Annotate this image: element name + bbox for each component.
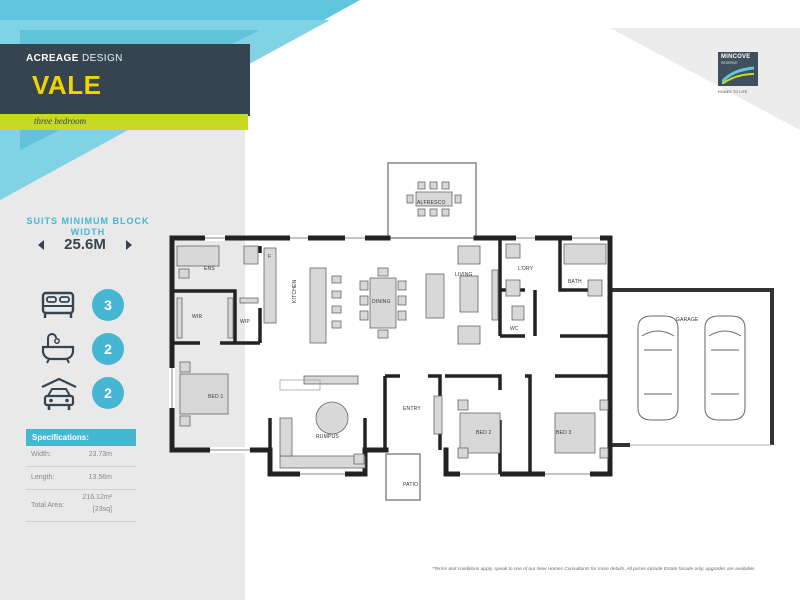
spec-label: Total Area: bbox=[31, 502, 65, 509]
room-label: ENTRY bbox=[403, 406, 421, 412]
arrow-right-icon bbox=[126, 240, 132, 250]
block-width-value: 25.6M bbox=[64, 236, 106, 253]
header-band bbox=[0, 44, 250, 116]
design-category: ACREAGE DESIGN bbox=[26, 53, 123, 64]
rumpus-round-table bbox=[315, 401, 349, 435]
garage-cars bbox=[637, 315, 746, 421]
bedroom-count-badge: 3 bbox=[92, 289, 124, 321]
room-label: BED 1 bbox=[208, 394, 223, 400]
specifications-heading: Specifications: bbox=[26, 429, 136, 446]
arrow-left-icon bbox=[38, 240, 44, 250]
room-label: BED 2 bbox=[476, 430, 491, 436]
car-garage-icon bbox=[41, 377, 77, 410]
bathtub-icon bbox=[41, 333, 75, 364]
room-label: WC bbox=[510, 326, 519, 332]
room-label: L'DRY bbox=[518, 266, 534, 272]
room-label: ENS bbox=[204, 266, 215, 272]
room-label: BATH bbox=[568, 279, 582, 285]
bathroom-count-badge: 2 bbox=[92, 333, 124, 365]
room-label: KITCHEN bbox=[292, 279, 298, 303]
spec-value: 13.56m bbox=[88, 474, 112, 481]
brand-logo: MINCOVE RESERVE HOMES TO LIFE bbox=[718, 52, 762, 98]
room-label: BED 3 bbox=[556, 430, 571, 436]
room-label: F bbox=[268, 254, 271, 260]
logo-tagline: HOMES TO LIFE bbox=[718, 90, 748, 94]
bed-icon bbox=[41, 291, 75, 318]
corner-triangle-decoration bbox=[610, 28, 800, 130]
room-label: RUMPUS bbox=[316, 434, 339, 440]
room-label: ALFRESCO bbox=[417, 200, 446, 206]
spec-label: Length: bbox=[31, 474, 55, 481]
spec-row-total-area: Total Area: 216.12m² [23sq] bbox=[26, 494, 136, 522]
logo-subtext: RESERVE bbox=[721, 61, 738, 65]
room-label: GARAGE bbox=[676, 317, 699, 323]
logo-badge: MINCOVE RESERVE bbox=[718, 52, 758, 86]
room-label: WIP bbox=[240, 319, 251, 325]
floor-plan: ALFRESCO ENS WIR WIP F KITCHEN DINING LI… bbox=[169, 162, 774, 501]
bedroom-count-text: three bedroom bbox=[34, 116, 87, 126]
suits-block-label: SUITS MINIMUM BLOCK WIDTH bbox=[26, 216, 150, 237]
spec-row-length: Length: 13.56m bbox=[26, 474, 136, 490]
spec-label: Width: bbox=[31, 451, 51, 458]
block-width: 25.6M bbox=[38, 236, 132, 254]
room-label: LIVING bbox=[455, 272, 473, 278]
logo-wave-icon bbox=[722, 66, 754, 84]
design-title: VALE bbox=[32, 70, 102, 100]
spec-value: 216.12m² bbox=[82, 494, 112, 501]
spec-row-width: Width: 23.73m bbox=[26, 451, 136, 467]
room-label: WIR bbox=[192, 314, 203, 320]
logo-name: MINCOVE bbox=[721, 54, 751, 60]
spec-value: 23.73m bbox=[88, 451, 112, 458]
spec-value-squares: [23sq] bbox=[92, 506, 112, 513]
bedroom-band: three bedroom bbox=[0, 114, 248, 130]
garage-count-badge: 2 bbox=[92, 377, 124, 409]
room-label: DINING bbox=[372, 299, 391, 305]
room-label: PATIO bbox=[403, 482, 418, 488]
terms-disclaimer: *Terms and conditions apply, speak to on… bbox=[432, 567, 756, 572]
